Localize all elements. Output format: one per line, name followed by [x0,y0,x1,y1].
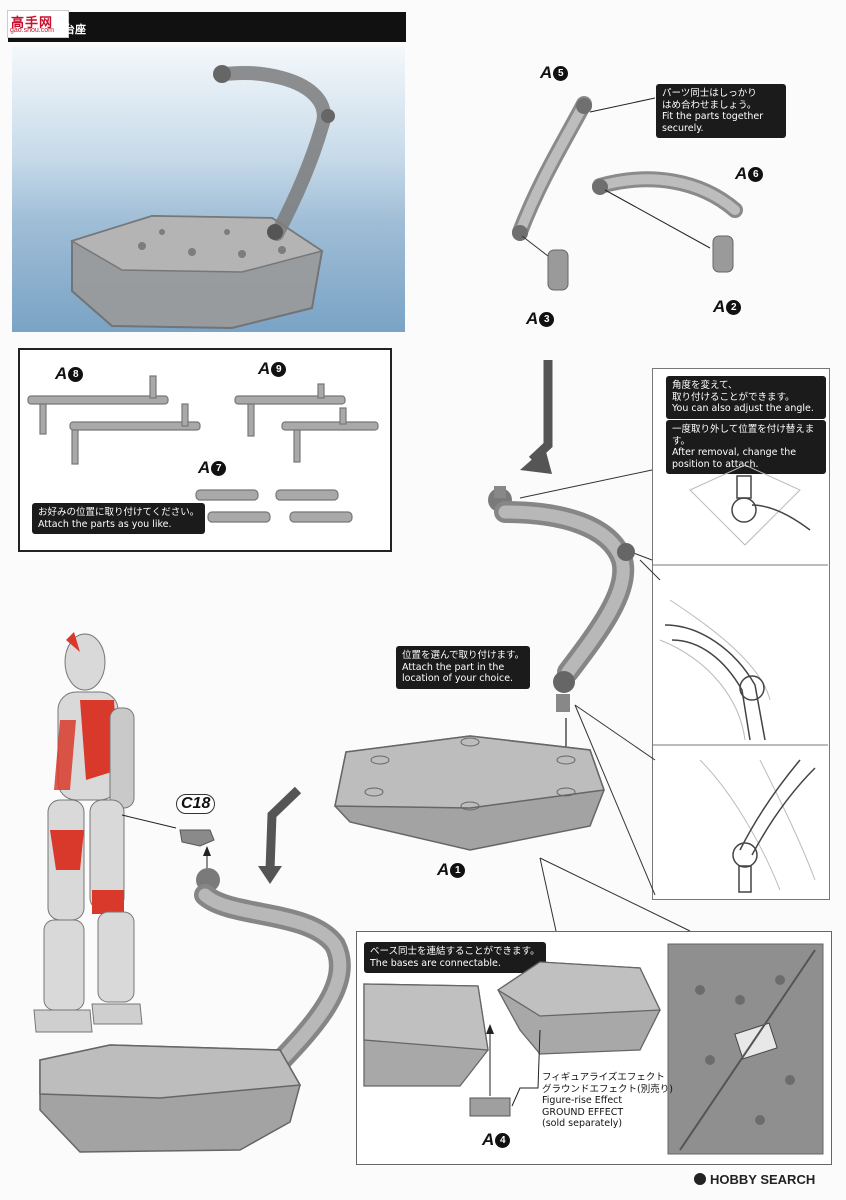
hobby-search-logo-text: HOBBY SEARCH [710,1172,816,1187]
bases-connectable-note: ベース同士を連結することができます。The bases are connecta… [364,942,546,973]
header-bar [8,12,406,42]
hobby-search-logo[interactable]: HOBBY SEARCH [694,1172,815,1187]
adjust-angle-note: 角度を変えて、 取り付けることができます。You can also adjust… [666,376,826,419]
part-label-c18: C18 [176,794,216,814]
choose-location-note-en: Attach the part in the location of your … [402,661,514,685]
fit-securely-note-en: Fit the parts together securely. [662,111,764,134]
adjust-angle-note-jp: 角度を変えて、 取り付けることができます。 [672,380,795,403]
attach-as-you-like-note-en: Attach the parts as you like. [38,518,172,530]
ground-effect-line-5: (sold separately) [542,1118,623,1129]
product-photo [12,46,405,332]
bases-connectable-note-jp: ベース同士を連結することができます。 [370,946,540,957]
fit-securely-note-jp: パーツ同士はしっかり はめ合わせましょう。 [662,88,757,111]
site-logo-subtext: gao.shou.com [10,27,54,34]
change-position-note-en: After removal, change the position to at… [672,447,797,470]
attach-as-you-like-note-jp: お好みの位置に取り付けてください。 [38,507,200,518]
adjust-angle-note-en: You can also adjust the angle. [672,403,814,414]
ground-effect-line-4: GROUND EFFECT [542,1106,624,1118]
stand-photo-drawing [70,65,335,330]
site-logo-text: 高手网 [11,16,54,31]
bases-connectable-note-en: The bases are connectable. [370,957,501,969]
ground-effect-line-2: グラウンドエフェクト(別売り) [542,1083,673,1095]
attach-as-you-like-note: お好みの位置に取り付けてください。Attach the parts as you… [32,503,206,534]
ground-effect-text: フィギュアライズエフェクト グラウンドエフェクト(別売り) Figure-ris… [542,1072,673,1130]
change-position-note-jp: 一度取り外して位置を付け替えます。 [672,424,815,447]
hobby-search-icon [694,1173,706,1185]
page-title: 台座 [64,23,86,36]
site-logo[interactable]: 高手网 gao.shou.com [7,10,69,38]
fit-securely-note: パーツ同士はしっかり はめ合わせましょう。Fit the parts toget… [656,84,786,138]
ground-effect-line-3: Figure-rise Effect [542,1095,623,1106]
choose-location-note-jp: 位置を選んで取り付けます。 [402,650,525,661]
ground-effect-line-1: フィギュアライズエフェクト [542,1072,665,1083]
choose-location-note: 位置を選んで取り付けます。Attach the part in the loca… [396,646,531,689]
change-position-note: 一度取り外して位置を付け替えます。After removal, change t… [666,420,826,474]
